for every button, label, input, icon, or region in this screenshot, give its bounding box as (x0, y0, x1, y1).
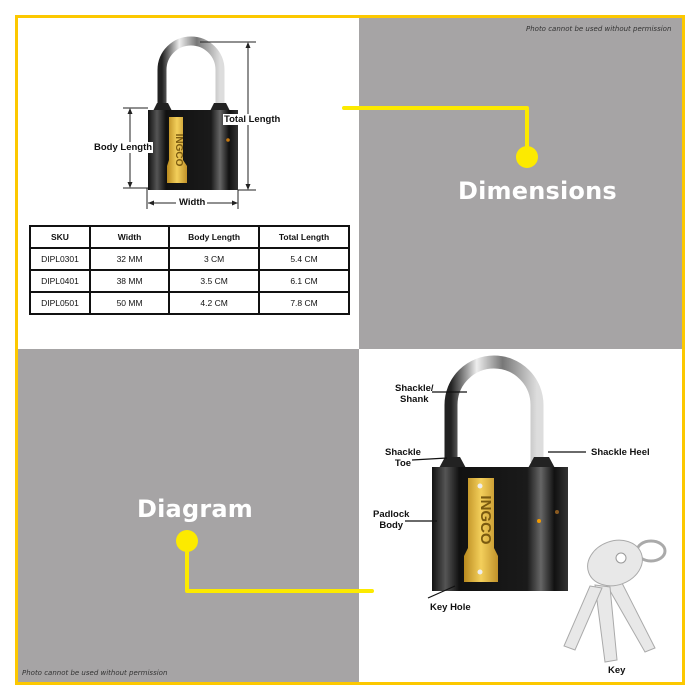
dimensions-title-panel (359, 18, 682, 349)
cell-sku: DIPL0301 (29, 247, 91, 271)
table-row: DIPL0401 38 MM 3.5 CM 6.1 CM (29, 269, 350, 293)
specs-table: SKU Width Body Length Total Length DIPL0… (29, 225, 350, 315)
cell-body-length: 4.2 CM (168, 291, 261, 315)
label-shackle-toe: Shackle Toe (385, 447, 421, 469)
cell-sku: DIPL0401 (29, 269, 91, 293)
diagram-title: Diagram (137, 495, 253, 523)
cell-width: 38 MM (88, 269, 171, 293)
label-padlock-body: Padlock Body (373, 509, 410, 531)
cell-width: 50 MM (88, 291, 171, 315)
body-length-label: Body Length (93, 142, 154, 153)
cell-total-length: 6.1 CM (258, 269, 350, 293)
yellow-frame (15, 15, 685, 685)
cell-total-length: 5.4 CM (258, 247, 350, 271)
col-header-body-length: Body Length (168, 225, 261, 249)
col-header-width: Width (88, 225, 171, 249)
label-shackle-shank: Shackle/ Shank (395, 383, 434, 405)
width-label: Width (178, 197, 207, 208)
watermark-top: Photo cannot be used without permission (526, 25, 672, 33)
cell-width: 32 MM (88, 247, 171, 271)
connector-dot-icon (516, 146, 538, 168)
label-key-hole: Key Hole (430, 602, 471, 613)
watermark-bottom: Photo cannot be used without permission (22, 669, 168, 677)
label-shackle-heel: Shackle Heel (591, 447, 650, 458)
svg-text:INGCO: INGCO (477, 495, 494, 545)
total-length-label: Total Length (223, 114, 282, 125)
table-row: DIPL0301 32 MM 3 CM 5.4 CM (29, 247, 350, 271)
svg-text:INGCO: INGCO (173, 134, 184, 167)
label-key: Key (608, 665, 626, 676)
col-header-total-length: Total Length (258, 225, 350, 249)
col-header-sku: SKU (29, 225, 91, 249)
cell-sku: DIPL0501 (29, 291, 91, 315)
dimensions-title: Dimensions (458, 177, 617, 205)
cell-total-length: 7.8 CM (258, 291, 350, 315)
table-header-row: SKU Width Body Length Total Length (29, 225, 350, 249)
diagram-title-panel (18, 349, 359, 682)
cell-body-length: 3.5 CM (168, 269, 261, 293)
cell-body-length: 3 CM (168, 247, 261, 271)
table-row: DIPL0501 50 MM 4.2 CM 7.8 CM (29, 291, 350, 315)
